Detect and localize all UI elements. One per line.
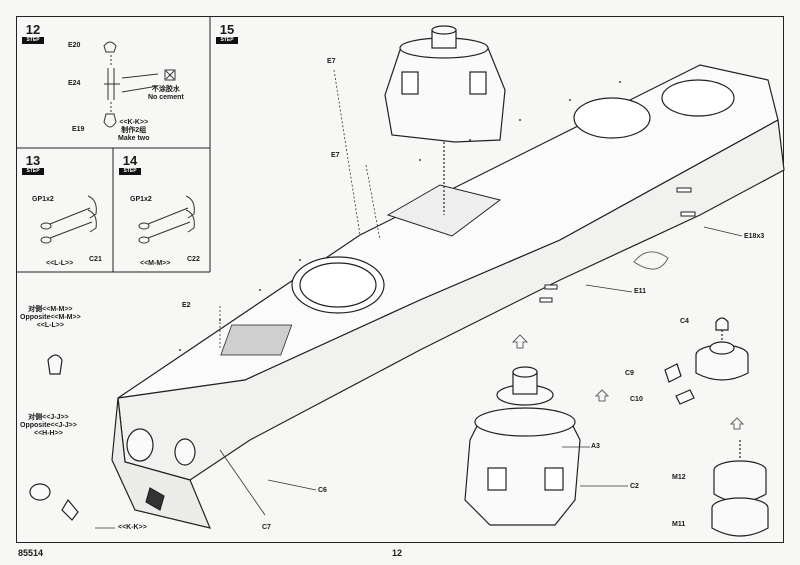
make-two-note: <<K-K>> 制作2组 Make two [118,119,150,143]
part-label-c22: C22 [187,256,200,263]
step-tag: STEP [22,168,44,175]
part-label-c6: C6 [318,487,327,494]
page-frame [16,16,784,543]
step-tag: STEP [119,168,141,175]
part-label-c10: C10 [630,396,643,403]
opposite-cn: 对侧<<M-M>> [28,306,73,313]
set-label-ll: <<L-L>> [46,260,74,267]
no-cement-note: 不涂胶水 No cement [148,86,184,102]
step-badge-14: 14 STEP [117,153,143,181]
part-label-e19: E19 [72,126,85,133]
part-label-e11: E11 [634,288,647,295]
step-number: 15 [219,22,235,37]
set-label-kk: <<K-K>> [119,119,149,126]
opposite-en: Opposite<<J-J>> [20,422,77,430]
step-number: 12 [25,22,41,37]
opposite-en: Opposite<<M-M>> [20,314,81,322]
opposite-cn: 对侧<<J-J>> [28,414,69,421]
part-label-m12: M12 [672,474,686,481]
part-label-e20: E20 [68,42,81,49]
product-code: 85514 [18,548,44,558]
step-badge-12: 12 STEP [20,22,46,50]
part-label-e7: E7 [331,152,340,159]
part-label-e24: E24 [68,80,81,87]
opposite-note-mm: 对侧<<M-M>> Opposite<<M-M>> <<L-L>> [20,306,81,330]
make-two-cn: 制作2组 [121,127,147,135]
part-label-c9: C9 [625,370,634,377]
part-label-c7: C7 [262,524,271,531]
step-number: 14 [122,153,138,168]
opposite-extra: <<H-H>> [34,430,63,438]
part-label-m11: M11 [672,521,686,528]
part-label-e7: E7 [327,58,336,65]
part-label-c2: C2 [630,483,639,490]
make-two-en: Make two [118,135,150,143]
set-label-mm: <<M-M>> [140,260,171,267]
part-label-gp1: GP1x2 [130,196,152,203]
opposite-extra: <<L-L>> [36,322,64,330]
part-label-gp1: GP1x2 [32,196,54,203]
step-tag: STEP [22,37,44,44]
part-label-c21: C21 [89,256,102,263]
set-label-kk: <<K-K>> [118,524,147,531]
part-label-c4: C4 [680,318,689,325]
no-cement-en: No cement [148,94,184,102]
opposite-note-jj: 对侧<<J-J>> Opposite<<J-J>> <<H-H>> [20,414,77,438]
page-number: 12 [392,548,403,558]
step-badge-15: 15 STEP [214,22,240,50]
step-number: 13 [25,153,41,168]
step-badge-13: 13 STEP [20,153,46,181]
no-cement-cn: 不涂胶水 [151,86,180,93]
step-tag: STEP [216,37,238,44]
part-label-e18: E18x3 [744,233,765,240]
part-label-e2: E2 [182,302,191,309]
part-label-a3: A3 [591,443,600,450]
